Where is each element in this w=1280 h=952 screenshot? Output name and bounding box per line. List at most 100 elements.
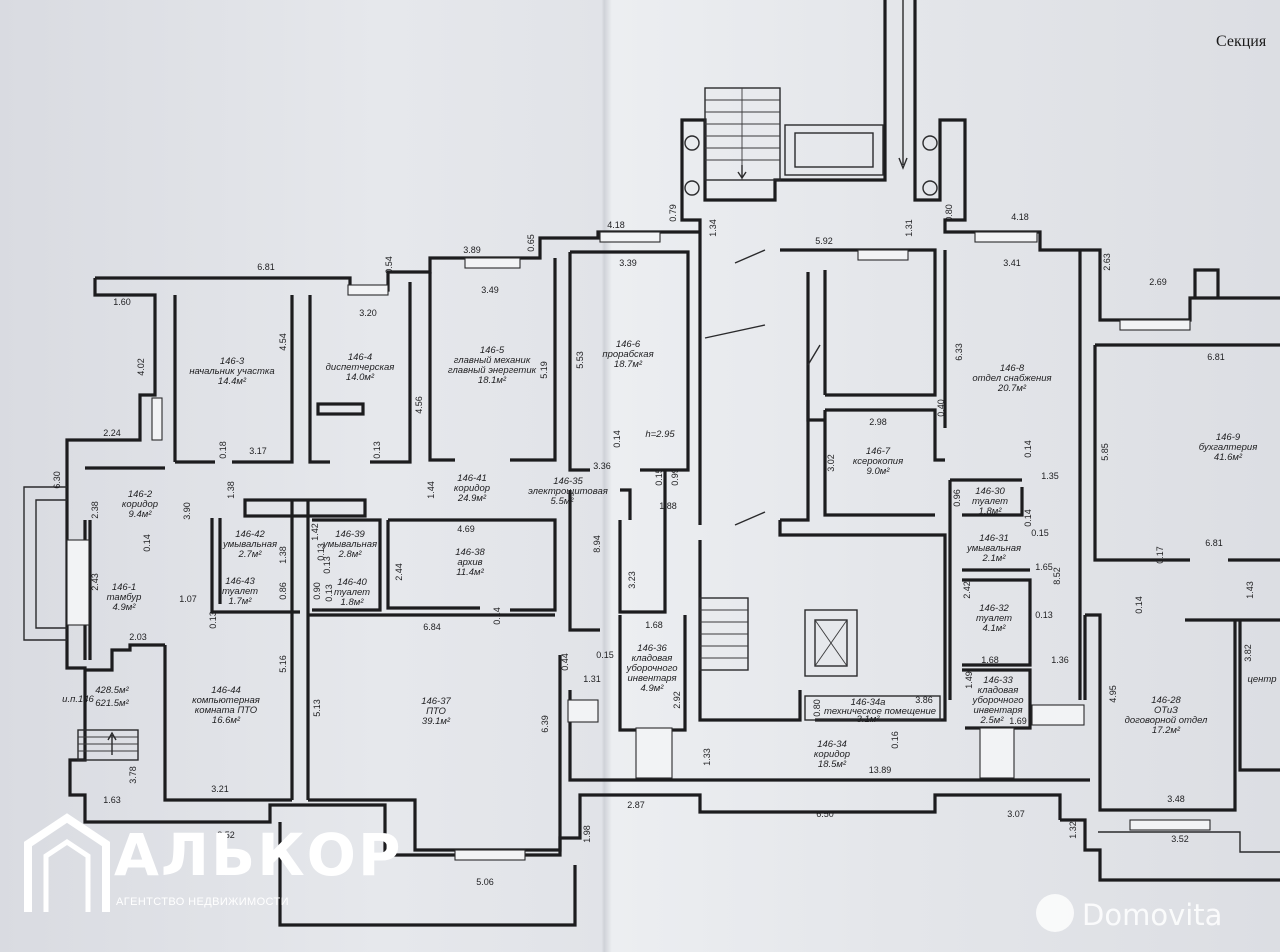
dimension-label: 4.95 bbox=[1108, 685, 1118, 703]
room-146-7-area: 9.0м² bbox=[867, 466, 891, 477]
room-146-8-id: 146-8 bbox=[1000, 363, 1025, 374]
east-block-walls bbox=[943, 250, 1280, 882]
dimension-label: 3.90 bbox=[182, 502, 192, 520]
dimension-label: 2.03 bbox=[129, 632, 147, 642]
room-146-3-area: 14.4м² bbox=[218, 376, 247, 387]
room-146-7-id: 146-7 bbox=[866, 446, 891, 457]
dimension-label: 1.49 bbox=[964, 671, 974, 689]
dimension-label: 0.16 bbox=[890, 731, 900, 749]
room-146-6-name: прорабская bbox=[602, 349, 653, 360]
dimension-label: 0.14 bbox=[1023, 440, 1033, 458]
dimension-label: 8.52 bbox=[1052, 567, 1062, 585]
dimension-label: 3.82 bbox=[1243, 644, 1253, 662]
dimension-label: 2.42 bbox=[962, 581, 972, 599]
room-146-44-name2: комната ПТО bbox=[195, 705, 258, 716]
room-146-43-id: 146-43 bbox=[225, 576, 255, 587]
room-146-5-id: 146-5 bbox=[480, 345, 505, 356]
room-146-3-name: начальник участка bbox=[189, 366, 274, 377]
height-note: h=2.95 bbox=[645, 429, 675, 440]
dimension-label: 1.65 bbox=[1035, 562, 1053, 572]
room-146-39-id: 146-39 bbox=[335, 529, 365, 540]
dimension-label: 1.63 bbox=[103, 795, 121, 805]
dimension-label: 1.42 bbox=[310, 523, 320, 541]
room-146-40-area: 1.8м² bbox=[341, 597, 365, 608]
dimension-label: 8.94 bbox=[592, 535, 602, 553]
room-146-1-area: 4.9м² bbox=[113, 602, 137, 613]
dimension-label: 3.52 bbox=[1171, 834, 1189, 844]
dimension-label: 2.87 bbox=[627, 800, 645, 810]
room-146-6-area: 18.7м² bbox=[614, 359, 643, 370]
dimension-label: 2.44 bbox=[394, 563, 404, 581]
dimension-label: 1.43 bbox=[1245, 581, 1255, 599]
windows bbox=[66, 231, 1211, 861]
dimension-label: 0.80 bbox=[944, 204, 954, 222]
interior-walls-west bbox=[83, 250, 1090, 852]
dimension-label: 1.88 bbox=[659, 501, 677, 511]
stair-steps-top bbox=[705, 88, 780, 180]
room-146-33-name1: кладовая bbox=[978, 685, 1019, 696]
room-146-33-area: 2.5м² bbox=[980, 715, 1005, 726]
dimension-label: 0.79 bbox=[668, 204, 678, 222]
room-146-3-id: 146-3 bbox=[220, 356, 245, 367]
dimension-label: 1.69 bbox=[1009, 716, 1027, 726]
room-146-32-area: 4.1м² bbox=[983, 623, 1007, 634]
dimension-label: 6.81 bbox=[257, 262, 275, 272]
room-146-34a-area: 3.1м² bbox=[857, 714, 881, 725]
room-146-30-name: туалет bbox=[972, 496, 1008, 507]
room-146-33-id: 146-33 bbox=[983, 675, 1013, 686]
room-146-44-area: 16.6м² bbox=[212, 715, 241, 726]
dimension-label: 2.92 bbox=[672, 691, 682, 709]
room-146-30-id: 146-30 bbox=[975, 486, 1005, 497]
room-146-28-area: 17.2м² bbox=[1152, 725, 1181, 736]
dimension-label: 5.16 bbox=[278, 655, 288, 673]
room-146-42-id: 146-42 bbox=[235, 529, 265, 540]
dimension-label: 4.69 bbox=[457, 524, 475, 534]
dimension-label: 3.17 bbox=[249, 446, 267, 456]
room-146-41-name: коридор bbox=[454, 483, 490, 494]
room-146-40-name: туалет bbox=[334, 587, 370, 598]
dimension-label: 1.33 bbox=[702, 748, 712, 766]
room-146-43-name: туалет bbox=[222, 586, 258, 597]
dimension-label: 0.13 bbox=[324, 584, 334, 602]
dimension-label: 6.39 bbox=[540, 715, 550, 733]
dimension-label: 3.48 bbox=[1167, 794, 1185, 804]
total-area: 621.5м² bbox=[95, 698, 129, 709]
dimension-label: 0.44 bbox=[560, 653, 570, 671]
dimension-label: 3.21 bbox=[211, 784, 229, 794]
watermark: Domovita bbox=[1020, 888, 1280, 948]
house-icon bbox=[24, 813, 110, 912]
room-146-2-name: коридор bbox=[122, 499, 158, 510]
dimension-label: 5.92 bbox=[815, 236, 833, 246]
dimension-label: 6.81 bbox=[1207, 352, 1225, 362]
room-146-36-name2: уборочного bbox=[625, 663, 677, 674]
dimension-label: 0.40 bbox=[936, 399, 946, 417]
room-146-39-name: умывальная bbox=[322, 539, 377, 550]
dimension-label: 0.90 bbox=[312, 582, 322, 600]
central-core bbox=[680, 0, 1280, 722]
room-146-37-name: ПТО bbox=[426, 706, 446, 717]
dimension-label: 0.13 bbox=[316, 543, 326, 561]
dimension-label: 6.81 bbox=[1205, 538, 1223, 548]
partial-center-label: центр bbox=[1247, 674, 1276, 685]
dimension-label: 5.06 bbox=[476, 877, 494, 887]
dimension-label: 1.31 bbox=[583, 674, 601, 684]
dimension-label: 1.44 bbox=[426, 481, 436, 499]
dimension-label: 1.07 bbox=[179, 594, 197, 604]
dimension-label: 3.20 bbox=[359, 308, 377, 318]
dimension-label: 0.14 bbox=[1023, 509, 1033, 527]
dimension-label: 3.86 bbox=[915, 695, 933, 705]
room-146-36-id: 146-36 bbox=[637, 643, 667, 654]
dimension-label: 3.23 bbox=[627, 571, 637, 589]
logo-subtitle: АГЕНТСТВО НЕДВИЖИМОСТИ bbox=[116, 896, 289, 908]
total-useful-area: 428.5м² bbox=[95, 685, 129, 696]
watermark-text: Domovita bbox=[1082, 898, 1223, 932]
room-146-34a-id: 146-34а bbox=[851, 697, 886, 708]
dimension-label: 2.38 bbox=[90, 501, 100, 519]
dimension-label: 0.14 bbox=[142, 534, 152, 552]
room-146-31-area: 2.1м² bbox=[982, 553, 1007, 564]
dimension-label: 1.38 bbox=[278, 546, 288, 564]
room-146-33-name2: уборочного bbox=[971, 695, 1023, 706]
room-146-9-id: 146-9 bbox=[1216, 432, 1241, 443]
room-146-42-name: умывальная bbox=[222, 539, 277, 550]
